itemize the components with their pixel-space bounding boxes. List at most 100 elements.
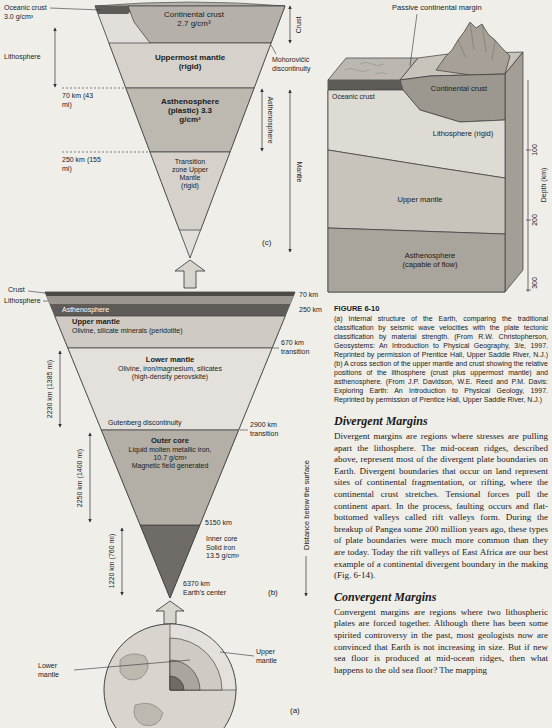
layer-detail: Olivine, iron/magnesium, silicates (high… <box>110 365 230 381</box>
depth-label: 250 km (155 mi) <box>62 156 106 173</box>
axis-tick <box>526 220 531 221</box>
depth-line <box>62 88 125 89</box>
depth-label: 250 km <box>299 306 322 315</box>
thickness-arrow <box>290 6 291 43</box>
layer-band: Outer coreLiquid molten metallic iron, 1… <box>101 430 239 525</box>
layer-label: Lithosphere <box>4 297 41 306</box>
layer-text: Upper mantleOlivine, silicate minerals (… <box>72 318 262 335</box>
leader-line <box>50 8 101 10</box>
text-column: FIGURE 6-10(a) Internal structure of the… <box>334 304 548 676</box>
figure-number: FIGURE 6-10 <box>334 304 548 313</box>
lithosphere-band <box>47 296 294 304</box>
continent-shape <box>120 654 148 680</box>
boundary-label: Gutenberg discontinuity <box>108 419 182 428</box>
depth-arrow <box>306 556 307 596</box>
leader-line <box>271 45 276 54</box>
thickness-label: 2250 km (1400 mi) <box>76 449 85 507</box>
cutaway-upper-mantle <box>170 624 236 690</box>
layer-name: Transition zone Upper Mantle (rigid) <box>170 158 210 190</box>
depth-label: 6370 km Earth's center <box>183 580 233 597</box>
layer-band: Uppermost mantle (rigid) <box>108 43 272 88</box>
thickness-arrow <box>60 351 61 427</box>
layer-fill <box>328 228 505 292</box>
thickness-arrow <box>122 528 123 595</box>
leader-line <box>74 660 190 670</box>
layer-text: Upper mantle <box>385 196 455 205</box>
crust-band <box>45 292 295 296</box>
axis-tick <box>526 290 531 291</box>
layer-label: Asthenosphere <box>266 96 275 143</box>
layer-band: Transition zone Upper Mantle (rigid) <box>150 152 230 230</box>
layer-detail: Olivine, silicate minerals (peridotite) <box>72 327 262 335</box>
layer-text: Lower mantleOlivine, iron/magnesium, sil… <box>110 356 230 381</box>
layer-name: Lower mantle <box>110 356 230 365</box>
figure-letter: (b) <box>268 588 278 598</box>
layer-detail: Magnetic field generated <box>128 462 212 470</box>
thickness-arrow <box>290 90 291 252</box>
leader-line <box>410 14 417 66</box>
layer-text: Asthenosphere (capable of flow) <box>395 252 465 269</box>
zoom-arrow <box>175 260 205 288</box>
layer-name: Uppermost mantle (rigid) <box>152 53 228 71</box>
thickness-arrow <box>55 28 56 87</box>
block-side <box>505 52 523 292</box>
axis-tick <box>526 150 531 151</box>
layer-band: Asthenosphere (plastic) 3.3 g/cm³ <box>125 88 255 152</box>
leader-line <box>240 430 248 431</box>
layer-fill <box>101 430 238 525</box>
section-heading: Divergent Margins <box>334 414 548 428</box>
block-front <box>328 74 505 292</box>
thickness-arrow <box>262 89 263 151</box>
layer-fill <box>126 88 254 152</box>
layer-name: Upper mantle <box>72 318 262 327</box>
ridge-lines <box>458 22 495 60</box>
layer-band: Lower mantleOlivine, iron/magnesium, sil… <box>67 348 273 430</box>
axis-label: Distance below the surface <box>302 460 311 550</box>
surface-cap <box>95 2 285 6</box>
cutaway-lower-mantle <box>170 638 222 690</box>
layer-label: Upper mantle <box>256 648 290 665</box>
layer-fill <box>328 150 505 234</box>
layer-fill <box>55 316 285 348</box>
layer-label: Asthenosphere <box>62 306 109 315</box>
axis-tick-label: 100 <box>531 144 540 156</box>
layer-label: Crust <box>295 17 304 34</box>
mountain-range <box>436 22 510 75</box>
layer-name: Outer core <box>128 437 212 446</box>
layer-outline <box>328 150 505 234</box>
cutaway-inner-core <box>170 676 184 690</box>
layer-text: Lithosphere (rigid) <box>425 130 501 139</box>
axis-tick-label: 300 <box>531 277 540 289</box>
thickness-label: 2230 km (1385 mi) <box>46 360 55 418</box>
figure-letter: (c) <box>262 238 271 248</box>
thickness-label: 1220 km (760 mi) <box>108 534 117 588</box>
layer-label: Lithosphere <box>4 53 41 62</box>
continent-shape <box>134 703 163 726</box>
axis-label: Depth (km) <box>540 168 549 203</box>
layer-label: Inner core Solid iron 13.5 g/cm³ <box>206 535 246 561</box>
layer-label: Oceanic crust <box>332 93 375 102</box>
layer-text: Continental crust <box>423 85 495 94</box>
inner-core-band <box>140 525 200 598</box>
layer-text: Uppermost mantle (rigid) <box>152 53 228 71</box>
layer-band: Upper mantleOlivine, silicate minerals (… <box>54 316 286 348</box>
asthenosphere-band <box>50 304 290 316</box>
leader-line <box>220 652 254 656</box>
oceanic-crust-band <box>328 80 403 90</box>
depth-label: 5150 km <box>205 519 232 528</box>
layer-fill <box>150 152 230 230</box>
layer-name: Asthenosphere (plastic) 3.3 g/cm³ <box>159 97 221 125</box>
wedge-section <box>45 292 295 598</box>
layer-label: Oceanic crust 3.0 g/cm³ <box>4 4 52 21</box>
layer-fill <box>109 43 271 88</box>
depth-label: 70 km (43 mi) <box>62 92 102 109</box>
globe <box>104 624 236 728</box>
leader-line <box>43 301 48 302</box>
layer-name: Upper mantle <box>385 196 455 205</box>
layer-name: Continental crust <box>423 85 495 94</box>
cutaway-outer-core <box>170 660 200 690</box>
layer-band: Asthenosphere (capable of flow) <box>328 228 505 292</box>
layer-name: Asthenosphere (capable of flow) <box>395 252 465 269</box>
feature-label: Passive continental margin <box>392 3 482 12</box>
